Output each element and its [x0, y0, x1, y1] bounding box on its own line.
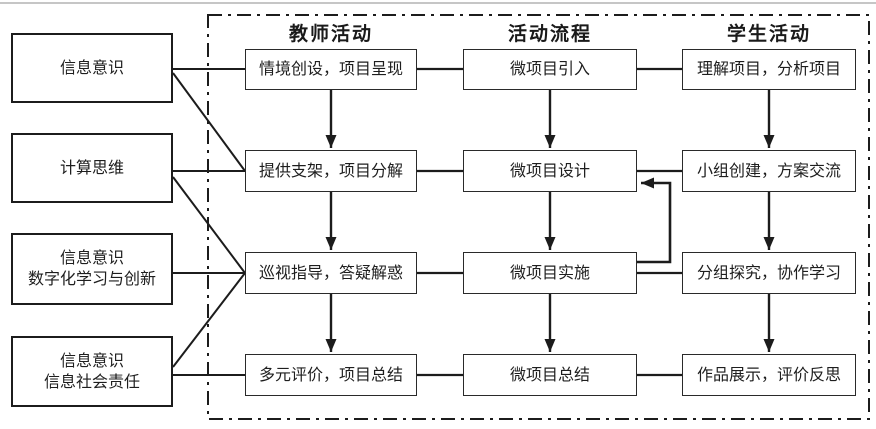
link-literacy1-teacher2-diagonal — [172, 72, 246, 172]
literacy-box-4-line-2: 信息社会责任 — [43, 373, 140, 391]
literacy-box-3: 信息意识 数字化学习与创新 — [11, 233, 173, 305]
column-header-process: 活动流程 — [507, 23, 592, 45]
process-step-2: 微项目设计 — [463, 150, 637, 192]
process-step-2-label: 微项目设计 — [509, 162, 590, 180]
student-step-1: 理解项目，分析项目 — [682, 49, 856, 90]
teacher-step-4-label: 多元评价，项目总结 — [258, 366, 403, 384]
teacher-step-2-label: 提供支架，项目分解 — [258, 162, 403, 180]
process-step-3: 微项目实施 — [463, 252, 637, 294]
literacy-box-4-line-1: 信息意识 — [59, 352, 124, 370]
process-step-1: 微项目引入 — [463, 49, 637, 90]
literacy-box-4: 信息意识 信息社会责任 — [11, 336, 173, 407]
student-step-1-label: 理解项目，分析项目 — [696, 61, 841, 78]
column-header-student: 学生活动 — [726, 23, 811, 45]
student-step-2: 小组创建，方案交流 — [682, 150, 856, 192]
teacher-step-4: 多元评价，项目总结 — [245, 354, 417, 396]
student-step-4: 作品展示，评价反思 — [682, 354, 856, 396]
process-step-4: 微项目总结 — [463, 354, 637, 396]
student-step-3-label: 分组探究，协作学习 — [696, 264, 841, 282]
literacy-box-1-line-1: 信息意识 — [59, 59, 124, 77]
literacy-box-3-line-1: 信息意识 — [59, 250, 124, 267]
column-header-teacher: 教师活动 — [288, 23, 373, 45]
student-step-3: 分组探究，协作学习 — [682, 252, 856, 294]
teacher-step-3: 巡视指导，答疑解惑 — [245, 252, 417, 294]
link-literacy4-teacher3-diagonal — [172, 272, 246, 368]
arrow-feedback-process3-process2 — [637, 177, 672, 264]
teacher-step-1-label: 情境创设，项目呈现 — [258, 61, 403, 78]
process-step-4-label: 微项目总结 — [509, 366, 590, 384]
process-step-1-label: 微项目引入 — [509, 61, 590, 78]
link-literacy2-teacher3-diagonal — [172, 176, 246, 274]
teacher-step-1: 情境创设，项目呈现 — [245, 49, 417, 90]
student-step-2-label: 小组创建，方案交流 — [696, 162, 841, 180]
student-step-4-label: 作品展示，评价反思 — [696, 366, 841, 384]
teacher-step-3-label: 巡视指导，答疑解惑 — [258, 264, 403, 282]
dash-dot-frame — [207, 14, 870, 420]
process-step-3-label: 微项目实施 — [509, 264, 590, 282]
literacy-box-3-line-2: 数字化学习与创新 — [27, 271, 156, 288]
literacy-box-2: 计算思维 — [11, 133, 173, 203]
literacy-box-2-line-1: 计算思维 — [59, 159, 124, 177]
teacher-step-2: 提供支架，项目分解 — [245, 150, 417, 192]
top-divider-rule — [0, 2, 876, 4]
literacy-box-1: 信息意识 — [11, 33, 173, 103]
